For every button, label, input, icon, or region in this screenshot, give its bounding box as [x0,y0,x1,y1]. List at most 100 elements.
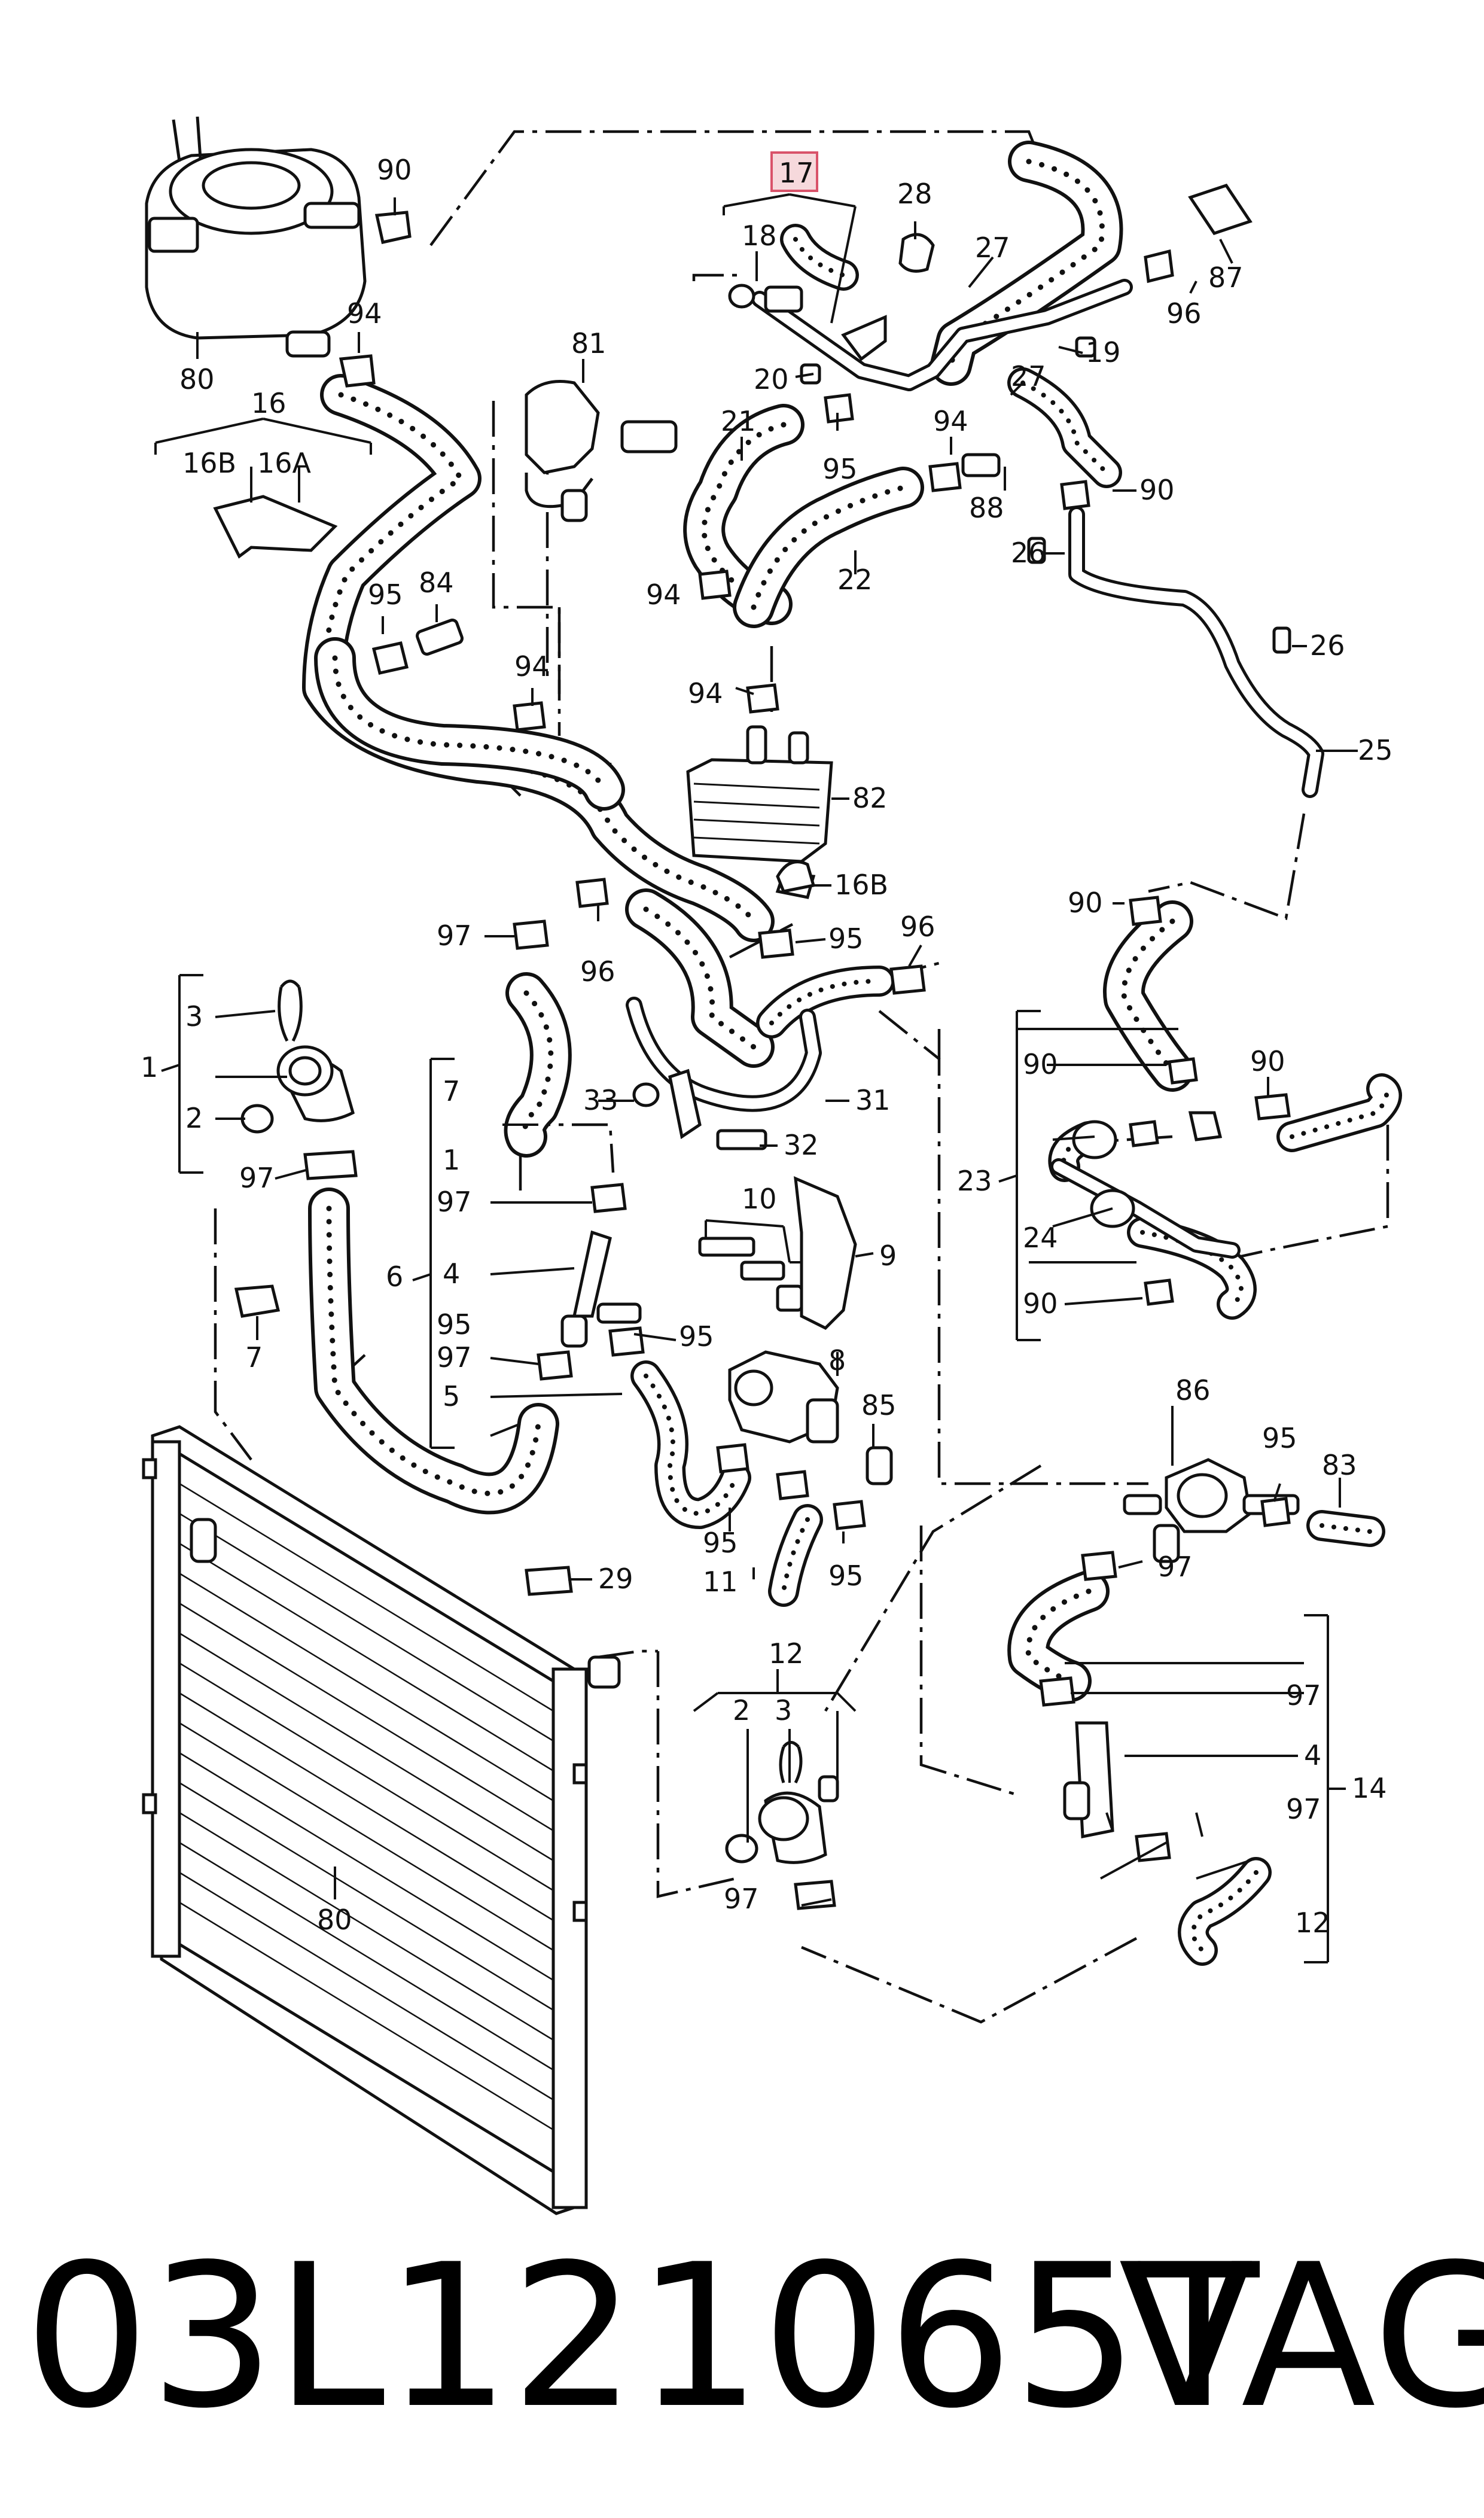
coolant-hose [625,888,775,1068]
callout-90c: 90 [1068,887,1103,919]
footer: 03L121065T VAG [24,2222,1484,2452]
callout-17-highlight [770,151,818,192]
callout-95e: 95 [679,1320,714,1353]
callout-23: 23 [957,1165,992,1197]
leader-lines [154,193,1358,1963]
callout-3b: 3 [775,1694,792,1727]
callout-33: 33 [583,1084,618,1116]
callout-1b: 1 [443,1144,460,1176]
callout-80a: 80 [179,363,215,395]
callout-2b: 2 [733,1694,750,1727]
coolant-hose [314,637,625,811]
coolant-hose [1103,900,1193,1092]
callout-28: 28 [897,178,933,210]
brand-label: VAG [1119,2222,1484,2452]
callout-32: 32 [784,1129,819,1161]
callout-95h: 95 [1262,1422,1297,1454]
callout-16: 16 [251,387,287,419]
callout-97a: 97 [437,919,472,952]
coolant-hose [308,1188,559,1515]
callout-17: 17 [779,157,814,189]
callout-97b: 97 [239,1162,275,1194]
callout-90e: 90 [1250,1045,1285,1077]
callout-81: 81 [571,327,607,360]
callout-18: 18 [742,220,777,252]
callout-94d: 94 [933,405,968,437]
hose-clamps [234,211,1291,1910]
callout-26a: 26 [1011,537,1046,569]
callout-87: 87 [1208,261,1244,294]
expansion-tank [145,116,367,358]
callout-11: 11 [703,1566,738,1598]
callout-80b: 80 [317,1904,352,1936]
callout-16A: 16A [257,447,312,479]
callout-83: 83 [1322,1449,1357,1481]
callout-2a: 2 [185,1102,203,1134]
coolant-hose [1007,367,1122,488]
callout-25: 25 [1358,734,1393,766]
callout-94b: 94 [514,650,550,683]
callout-24: 24 [1023,1222,1058,1254]
callout-90b: 90 [1139,474,1175,506]
callout-97f: 97 [1286,1679,1321,1712]
callout-84: 84 [419,567,454,599]
callout-22: 22 [837,564,873,596]
callout-96b: 96 [900,911,936,943]
callout-12b: 12 [1295,1907,1330,1939]
coolant-hose [1007,1570,1110,1702]
callout-6: 6 [386,1260,403,1293]
callout-90f: 90 [1023,1287,1058,1320]
callout-19: 19 [1086,336,1121,369]
radiator [142,1425,621,2215]
callout-1a: 1 [141,1051,158,1083]
callout-97e: 97 [1157,1551,1193,1583]
callout-97h: 97 [724,1883,759,1915]
callout-4b: 4 [1304,1739,1321,1771]
callout-86: 86 [1175,1374,1211,1406]
callout-95d: 95 [437,1308,472,1341]
callout-94c: 94 [646,578,681,611]
coolant-hose [504,972,572,1158]
callout-95c: 95 [828,922,864,955]
callout-82: 82 [852,782,888,814]
hoses [302,141,1402,1966]
callout-14: 14 [1352,1772,1387,1804]
coolant-hose [1276,1073,1402,1152]
callout-26b: 26 [1310,629,1345,662]
part-number: 03L121065T [24,2222,1262,2452]
callout-85: 85 [861,1389,897,1421]
callout-90d: 90 [1023,1048,1058,1080]
callout-12a: 12 [769,1637,804,1670]
callout-27a: 27 [975,232,1010,264]
callout-8: 8 [828,1344,846,1377]
callout-94a: 94 [347,297,382,330]
callout-95b: 95 [822,453,858,485]
callout-9: 9 [879,1240,897,1272]
callout-31: 31 [855,1084,891,1116]
coolant-hose [1306,1510,1385,1547]
callout-5: 5 [443,1380,460,1412]
callout-16Bb: 16B [834,869,888,901]
metal-pipes [626,279,1324,1259]
callout-16B: 16B [182,447,236,479]
coolant-hose [630,1360,751,1529]
callout-96a: 96 [1166,297,1202,330]
callout-95a: 95 [368,578,403,611]
coolant-hose [733,467,924,628]
callout-10: 10 [742,1183,777,1215]
callout-90a: 90 [377,154,412,186]
callout-97c: 97 [437,1186,472,1218]
callout-97g: 97 [1286,1793,1321,1825]
callout-7a: 7 [245,1341,263,1374]
coolant-hose [768,1504,823,1607]
coolant-hose [756,966,895,1039]
callout-labels: 80 90 94 16 16B 16A 95 84 94 81 17 18 20… [141,151,1393,1939]
coolant-hose [780,224,859,291]
callout-97d: 97 [437,1341,472,1374]
callout-21: 21 [721,405,756,437]
coolant-hose [1178,1857,1272,1966]
callout-88: 88 [969,492,1004,524]
callout-4a: 4 [443,1258,460,1290]
callout-27b: 27 [1011,360,1046,392]
